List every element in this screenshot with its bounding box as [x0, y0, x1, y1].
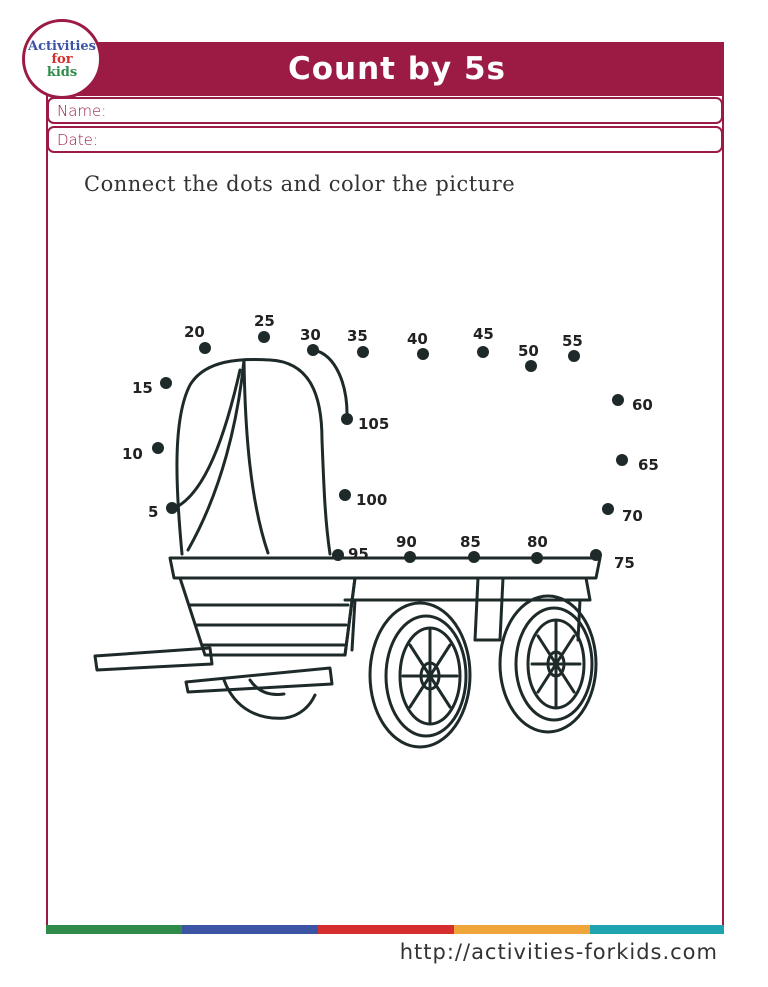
- dot-20[interactable]: [199, 342, 211, 354]
- dot-label-5: 5: [148, 503, 158, 521]
- logo-line-1: Activities: [28, 38, 96, 54]
- dot-35[interactable]: [357, 346, 369, 358]
- dot-label-60: 60: [632, 396, 653, 414]
- dot-40[interactable]: [417, 348, 429, 360]
- dot-label-85: 85: [460, 533, 481, 551]
- dot-label-75: 75: [614, 554, 635, 572]
- site-logo: Activities for kids: [22, 19, 102, 99]
- dot-label-95: 95: [348, 545, 369, 563]
- dot-25[interactable]: [258, 331, 270, 343]
- dot-60[interactable]: [612, 394, 624, 406]
- dot-10[interactable]: [152, 442, 164, 454]
- dot-label-40: 40: [407, 330, 428, 348]
- date-field[interactable]: Date:: [47, 126, 723, 153]
- dot-label-90: 90: [396, 533, 417, 551]
- dot-label-80: 80: [527, 533, 548, 551]
- dot-label-70: 70: [622, 507, 643, 525]
- dot-75[interactable]: [590, 549, 602, 561]
- date-label: Date:: [57, 131, 98, 149]
- dot-label-30: 30: [300, 326, 321, 344]
- dot-100[interactable]: [339, 489, 351, 501]
- dot-label-45: 45: [473, 325, 494, 343]
- logo-line-2: for: [51, 51, 73, 67]
- dot-70[interactable]: [602, 503, 614, 515]
- dot-label-20: 20: [184, 323, 205, 341]
- dot-55[interactable]: [568, 350, 580, 362]
- dot-label-15: 15: [132, 379, 153, 397]
- dot-label-65: 65: [638, 456, 659, 474]
- footer-url[interactable]: http://activities-forkids.com: [399, 940, 718, 964]
- dot-label-55: 55: [562, 332, 583, 350]
- dot-105[interactable]: [341, 413, 353, 425]
- dot-label-35: 35: [347, 327, 368, 345]
- name-field[interactable]: Name:: [47, 97, 723, 124]
- dot-label-25: 25: [254, 312, 275, 330]
- dot-label-50: 50: [518, 342, 539, 360]
- dot-label-105: 105: [358, 415, 389, 433]
- dot-85[interactable]: [468, 551, 480, 563]
- dot-label-100: 100: [356, 491, 387, 509]
- page-title: Count by 5s: [287, 51, 506, 87]
- dot-5[interactable]: [166, 502, 178, 514]
- dot-50[interactable]: [525, 360, 537, 372]
- dot-15[interactable]: [160, 377, 172, 389]
- stripe-red: [318, 925, 454, 934]
- dot-65[interactable]: [616, 454, 628, 466]
- dot-80[interactable]: [531, 552, 543, 564]
- dot-95[interactable]: [332, 549, 344, 561]
- dot-label-10: 10: [122, 445, 143, 463]
- dots-layer: 5 10 15 20 25 30 35 40 45 50 55 60 65 70 75 80 85 90 95 100…: [122, 312, 659, 572]
- instructions-text: Connect the dots and color the picture: [84, 172, 516, 196]
- logo-line-3: kids: [46, 64, 78, 80]
- dot-30[interactable]: [307, 344, 319, 356]
- stripe-orange: [454, 925, 590, 934]
- stripe-teal: [590, 925, 724, 934]
- stripe-blue: [182, 925, 318, 934]
- name-label: Name:: [57, 102, 107, 120]
- stripe-green: [46, 925, 182, 934]
- title-bar: Count by 5s: [46, 42, 724, 96]
- dot-90[interactable]: [404, 551, 416, 563]
- dot-45[interactable]: [477, 346, 489, 358]
